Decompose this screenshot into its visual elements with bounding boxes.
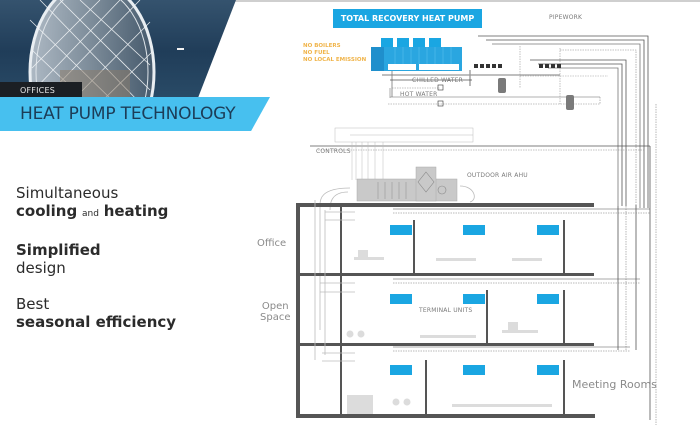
pipework-label: PIPEWORK: [549, 14, 583, 21]
buffer-tank: [566, 95, 574, 110]
room-label-office: Office: [257, 238, 287, 249]
floor-pipework: [393, 208, 650, 352]
heat-pump-benefits: NO BOILERS NO FUEL NO LOCAL EMISSION: [303, 43, 366, 64]
valve-groups: [437, 64, 561, 107]
benefit-no-emission: NO LOCAL EMISSION: [303, 57, 367, 63]
heat-pump-label: TOTAL RECOVERY HEAT PUMP: [333, 9, 482, 28]
controls-panel: [334, 127, 474, 180]
terminal-units: [390, 225, 559, 375]
buffer-tank: [498, 78, 506, 93]
controls-label: CONTROLS: [316, 148, 351, 155]
heat-pump-unit: [371, 38, 462, 71]
building-section: [296, 203, 595, 418]
title-banner: HEAT PUMP TECHNOLOGY: [0, 97, 270, 131]
vertical-ducts: [314, 200, 355, 362]
top-rule: [0, 0, 700, 2]
benefit-line: Best: [16, 295, 50, 313]
ahu-label: OUTDOOR AIR AHU: [467, 172, 528, 179]
room-label-meeting-rooms: Meeting Rooms: [572, 378, 657, 391]
benefit-bold: Simplified: [16, 241, 101, 259]
benefit-efficiency: Best seasonal efficiency: [16, 295, 176, 331]
outdoor-air-ahu: [319, 166, 475, 330]
furniture: [346, 250, 552, 414]
title-banner-background: [0, 97, 270, 131]
benefit-simplified: Simplified design: [16, 241, 176, 277]
benefit-line: design: [16, 259, 66, 277]
hot-water-label: HOT WATER: [400, 91, 438, 98]
room-label-open-space: Open Space: [260, 301, 290, 323]
section-tab: OFFICES: [0, 82, 82, 100]
benefit-line: cooling and heating: [16, 202, 176, 223]
pipework-lines: [310, 35, 657, 425]
terminal-units-label: TERMINAL UNITS: [419, 307, 473, 314]
benefit-bold: seasonal efficiency: [16, 313, 177, 331]
chilled-water-label: CHILLED WATER: [412, 77, 463, 84]
benefit-bold: cooling: [16, 202, 78, 220]
benefit-no-fuel: NO FUEL: [303, 50, 330, 56]
benefit-list: Simultaneous cooling and heating Simplif…: [16, 184, 176, 349]
room-label-line: Open: [261, 301, 289, 312]
hero-image: [0, 0, 270, 103]
benefit-no-boilers: NO BOILERS: [303, 43, 341, 49]
benefit-connector: and: [81, 209, 99, 219]
page-title: HEAT PUMP TECHNOLOGY: [20, 104, 236, 124]
benefit-simultaneous: Simultaneous cooling and heating: [16, 184, 176, 223]
benefit-line: Simultaneous: [16, 184, 119, 202]
benefit-bold: heating: [103, 202, 169, 220]
room-label-line: Space: [260, 312, 291, 323]
